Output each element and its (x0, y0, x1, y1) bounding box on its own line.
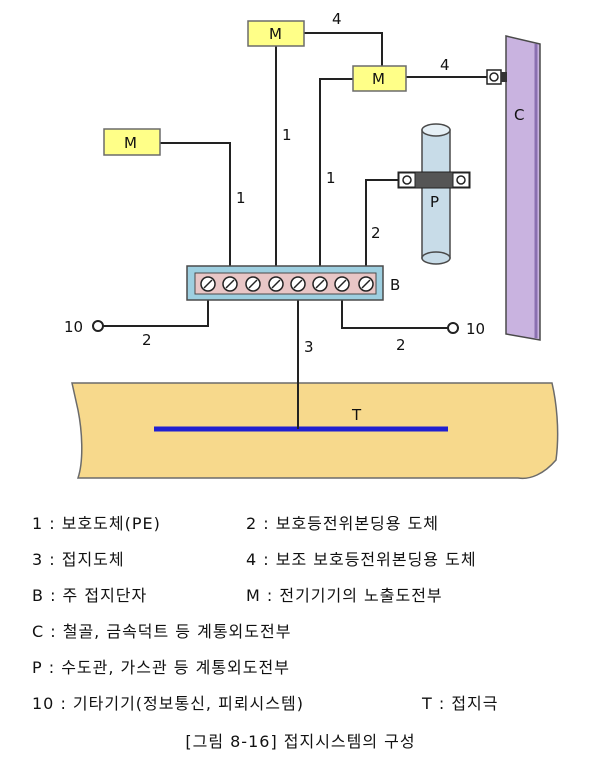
equipment-left: M (103, 128, 161, 156)
wire-label-1-right: 1 (326, 169, 336, 187)
terminal-10-right-icon (447, 322, 459, 334)
legend-item: T : 접지극 (422, 694, 499, 713)
steel-structure: C (486, 35, 541, 341)
equipment-label: M (124, 134, 137, 152)
screw-slot (315, 279, 325, 289)
wire-2-right (341, 298, 448, 329)
wire-4-top (304, 32, 383, 68)
steel-label: C (514, 106, 524, 124)
wire-label-2-pipe: 2 (371, 224, 381, 242)
legend-row: P : 수도관, 가스관 등 계통외도전부 (32, 654, 592, 690)
wire-2-left (103, 298, 209, 327)
screw-slot (361, 279, 371, 289)
legend-row: 3 : 접지도체 4 : 보조 보호등전위본딩용 도체 (32, 546, 592, 582)
legend-row: 1 : 보호도체(PE) 2 : 보호등전위본딩용 도체 (32, 510, 592, 546)
terminal-label: B (390, 276, 400, 294)
main-grounding-terminal: B (186, 265, 400, 301)
legend-item: 3 : 접지도체 (32, 550, 125, 569)
legend-item: 10 : 기타기기(정보통신, 피뢰시스템) (32, 694, 304, 713)
steel-clamp (486, 69, 502, 85)
equipment-label: M (372, 70, 385, 88)
pipe-clamp (397, 171, 471, 189)
legend-item: P : 수도관, 가스관 등 계통외도전부 (32, 658, 290, 677)
legend-item: 1 : 보호도체(PE) (32, 514, 161, 533)
legend-row: C : 철골, 금속덕트 등 계통외도전부 (32, 618, 592, 654)
screw-slot (337, 279, 347, 289)
legend-item: M : 전기기기의 노출도전부 (246, 586, 443, 605)
wire-label-3: 3 (304, 338, 314, 356)
earth-label: T (351, 406, 362, 424)
legend-row: 10 : 기타기기(정보통신, 피뢰시스템) T : 접지극 (32, 690, 592, 726)
wire-label-4-top: 4 (332, 10, 342, 28)
screw-slot (271, 279, 281, 289)
wire-2-pipe (365, 179, 398, 270)
legend-row: B : 주 접지단자 M : 전기기기의 노출도전부 (32, 582, 592, 618)
figure-caption: [그림 8-16] 접지시스템의 구성 (185, 732, 416, 751)
wire-1-left (160, 142, 231, 270)
wire-1-right (319, 78, 353, 270)
screw-slot (203, 279, 213, 289)
legend-item: 2 : 보호등전위본딩용 도체 (246, 514, 440, 533)
equipment-right: M (352, 65, 407, 92)
screw-slot (248, 279, 258, 289)
legend: 1 : 보호도체(PE) 2 : 보호등전위본딩용 도체 3 : 접지도체 4 : … (32, 510, 592, 726)
screw-slot (225, 279, 235, 289)
wire-label-1-center: 1 (282, 126, 292, 144)
right-10-label: 10 (466, 320, 485, 338)
legend-item: C : 철골, 금속덕트 등 계통외도전부 (32, 622, 292, 641)
equipment-label: M (269, 25, 282, 43)
wire-label-4-right: 4 (440, 56, 450, 74)
wire-label-2-right: 2 (396, 336, 406, 354)
left-10-label: 10 (64, 318, 83, 336)
wire-label-1-left: 1 (236, 189, 246, 207)
equipment-top: M (247, 20, 305, 47)
pipe-label: P (430, 193, 439, 211)
grounding-system-diagram: T 10 10 4 4 1 1 1 2 2 3 2 M M (64, 10, 559, 480)
legend-item: B : 주 접지단자 (32, 586, 148, 605)
pipe: P (397, 123, 471, 265)
screw-slot (293, 279, 303, 289)
terminal-10-left-icon (92, 320, 104, 332)
wire-label-2-left: 2 (142, 331, 152, 349)
legend-item: 4 : 보조 보호등전위본딩용 도체 (246, 550, 477, 569)
